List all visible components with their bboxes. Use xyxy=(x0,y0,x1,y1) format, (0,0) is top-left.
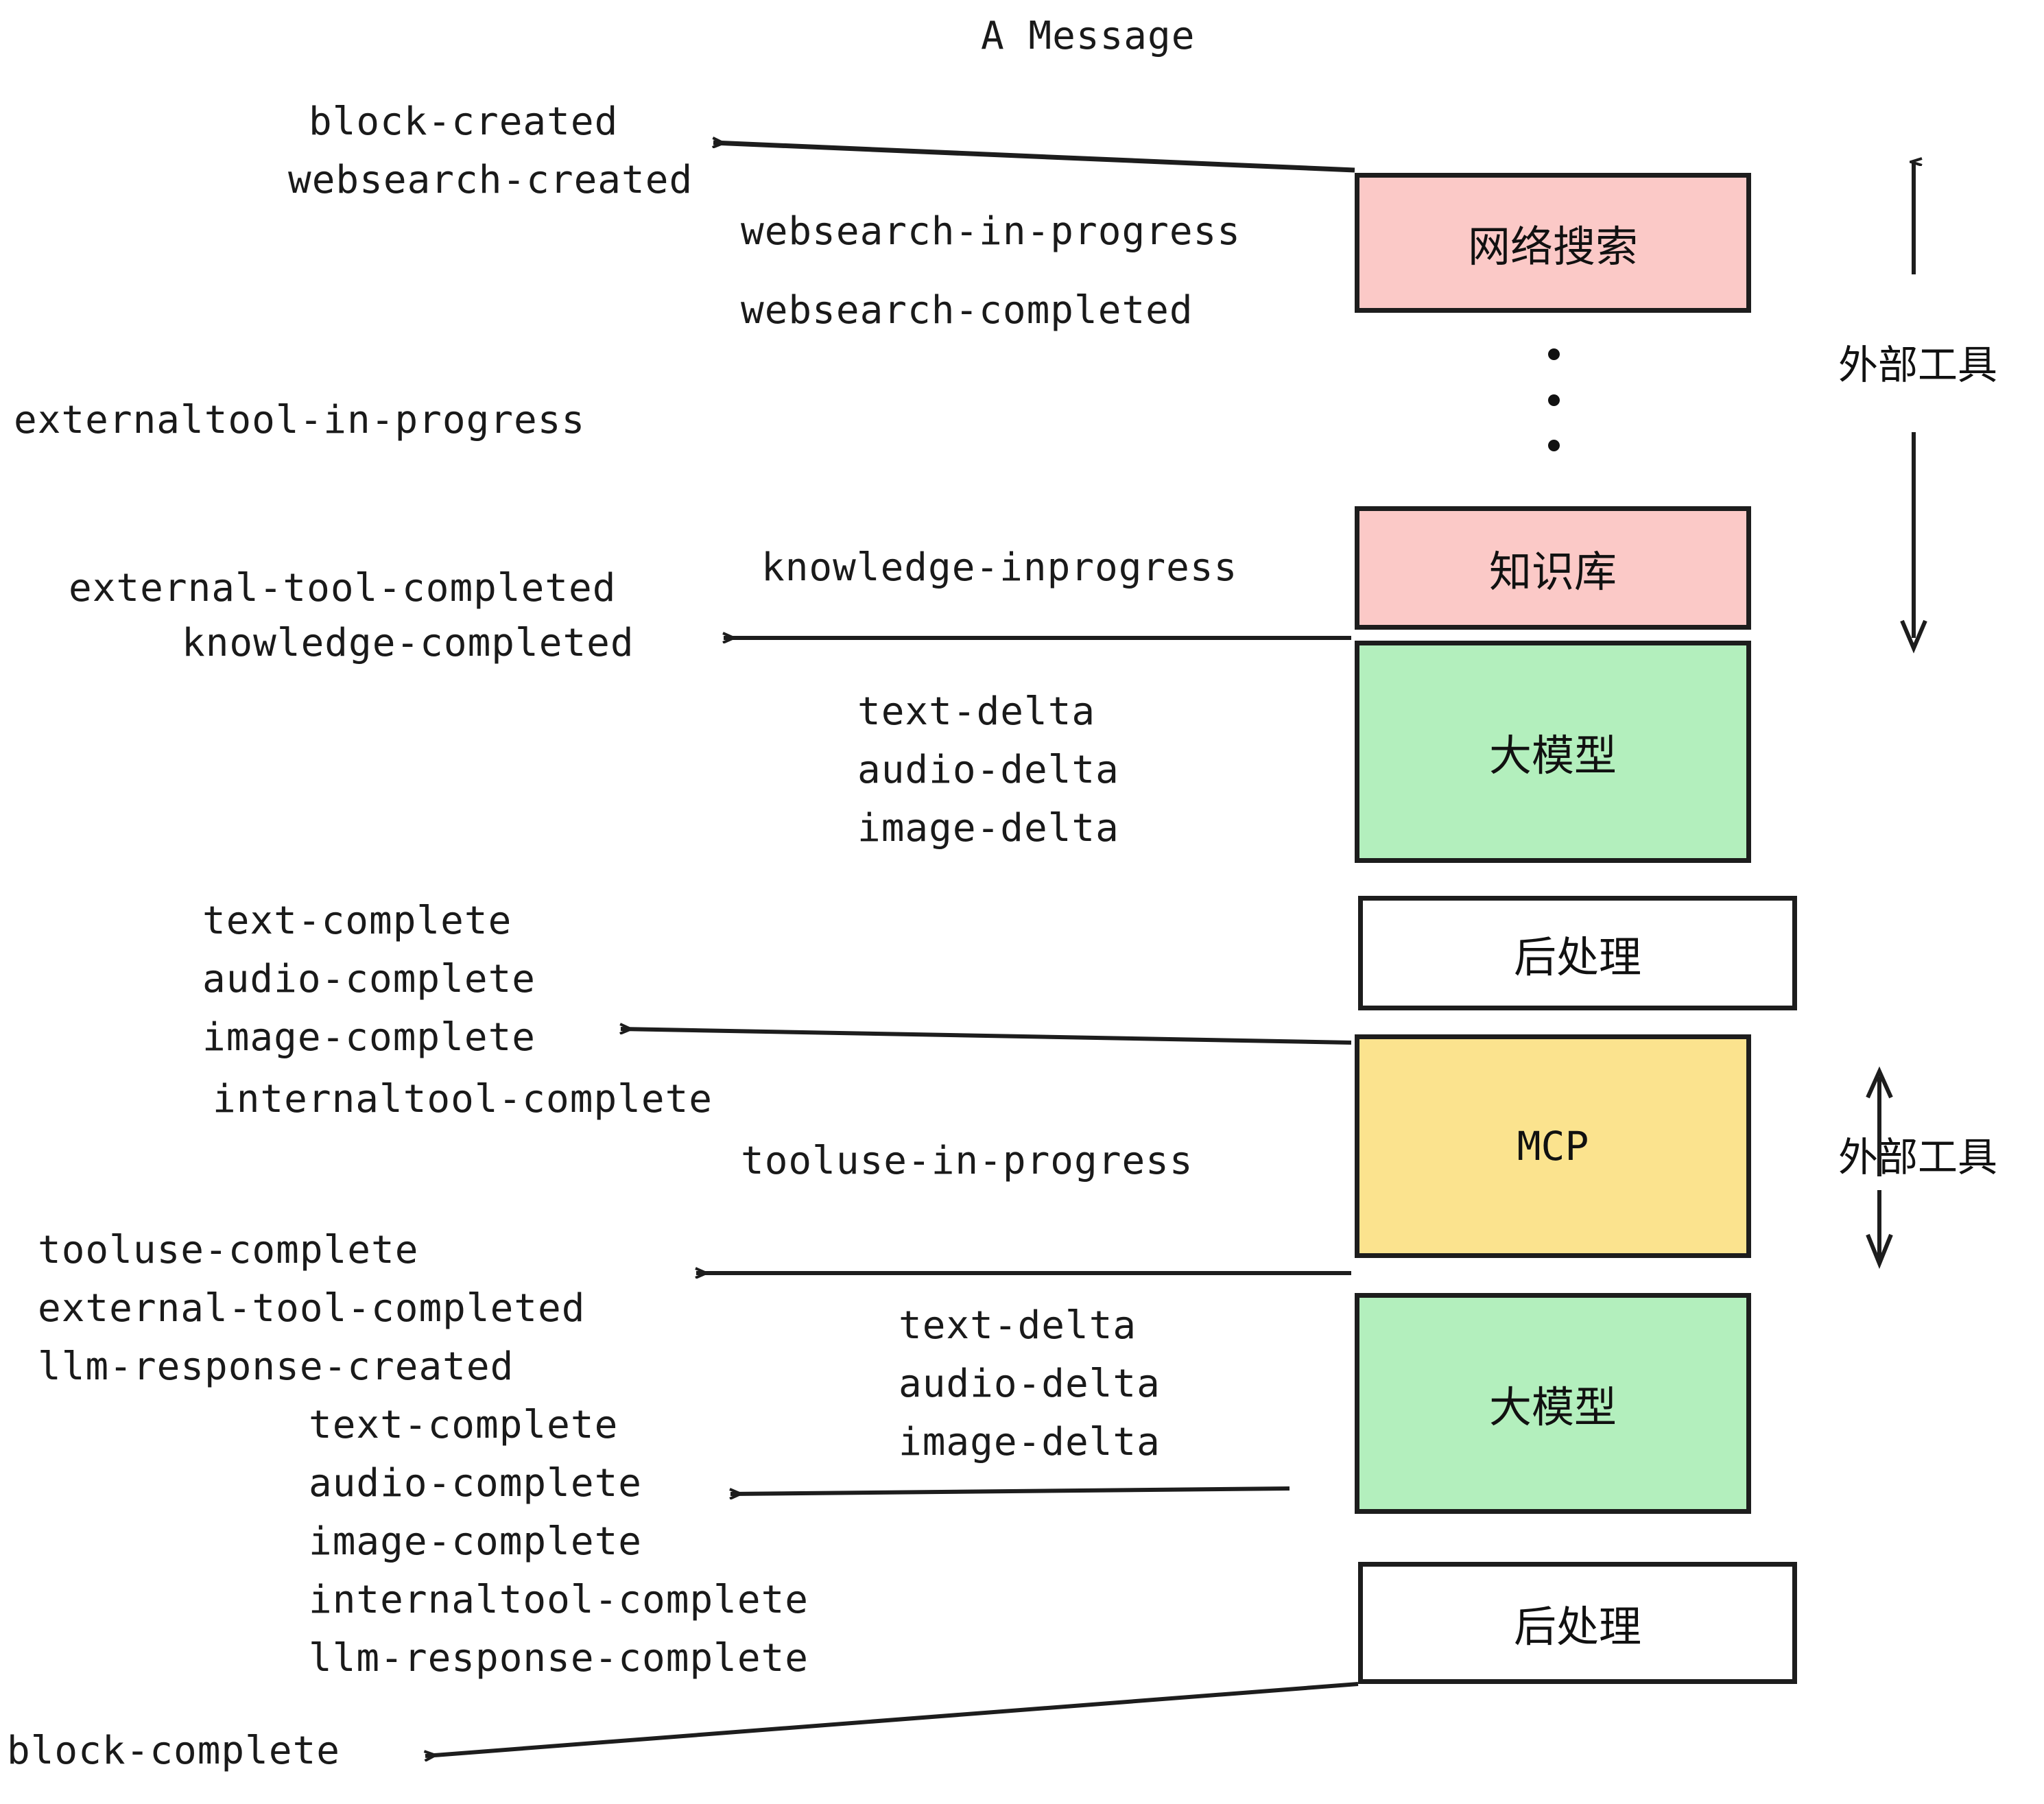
ellipsis-dots xyxy=(1547,348,1560,451)
event-label: external-tool-completed xyxy=(69,566,617,610)
arrow-block-complete xyxy=(425,1682,1359,1756)
event-label: websearch-completed xyxy=(741,288,1193,333)
node-mcp[interactable]: MCP xyxy=(1355,1034,1751,1258)
event-label: image-complete xyxy=(309,1519,643,1564)
page-title: A Message xyxy=(981,14,1196,58)
node-llm-first[interactable]: 大模型 xyxy=(1355,641,1751,863)
event-label: websearch-in-progress xyxy=(741,209,1241,254)
arrow-external-tool-down-top-group xyxy=(1900,432,1927,654)
event-label: audio-complete xyxy=(309,1461,643,1506)
event-label: tooluse-in-progress xyxy=(741,1139,1193,1183)
node-label: 大模型 xyxy=(1488,1382,1617,1432)
event-label: image-delta xyxy=(899,1420,1161,1464)
side-label-external-tool-bottom: 外部工具 xyxy=(1838,1134,1998,1180)
event-label: knowledge-inprogress xyxy=(761,545,1238,590)
arrow-block-created xyxy=(713,143,1355,173)
dot-icon xyxy=(1547,394,1560,406)
event-label: tooluse-complete xyxy=(38,1228,419,1272)
event-label: text-complete xyxy=(202,899,512,943)
node-postprocess-first[interactable]: 后处理 xyxy=(1358,896,1797,1010)
event-label: internaltool-complete xyxy=(213,1077,713,1121)
node-postprocess-second[interactable]: 后处理 xyxy=(1358,1562,1797,1684)
event-label: websearch-created xyxy=(288,158,693,202)
event-label: audio-delta xyxy=(857,748,1119,792)
event-label: externaltool-in-progress xyxy=(14,398,586,442)
event-label: block-complete xyxy=(7,1729,341,1773)
event-label: internaltool-complete xyxy=(309,1578,809,1622)
event-label: audio-delta xyxy=(899,1362,1161,1406)
node-label: 大模型 xyxy=(1488,731,1617,781)
event-label: text-delta xyxy=(857,689,1096,734)
node-websearch[interactable]: 网络搜索 xyxy=(1355,173,1751,313)
event-label: text-complete xyxy=(309,1403,619,1447)
event-label: image-delta xyxy=(857,806,1119,851)
node-llm-second[interactable]: 大模型 xyxy=(1355,1293,1751,1514)
arrow-external-tool-down-bottom-group xyxy=(1866,1190,1893,1269)
node-label: 后处理 xyxy=(1513,931,1641,982)
dot-icon xyxy=(1547,348,1560,360)
node-label: 网络搜索 xyxy=(1467,222,1638,272)
node-knowledge[interactable]: 知识库 xyxy=(1355,506,1751,630)
event-label: llm-response-created xyxy=(38,1344,514,1389)
arrow-audio-complete xyxy=(730,1486,1290,1494)
event-label: knowledge-completed xyxy=(182,621,634,665)
event-label: llm-response-complete xyxy=(309,1636,809,1681)
event-label: text-delta xyxy=(899,1303,1137,1348)
side-label-external-tool-top: 外部工具 xyxy=(1838,342,1998,388)
dot-icon xyxy=(1547,440,1560,451)
event-label: audio-complete xyxy=(202,957,536,1001)
event-label: external-tool-completed xyxy=(38,1286,586,1331)
event-label: block-created xyxy=(309,99,619,144)
node-label: 知识库 xyxy=(1488,547,1617,597)
event-label: image-complete xyxy=(202,1015,536,1060)
arrow-image-complete xyxy=(621,1029,1352,1045)
node-label: MCP xyxy=(1517,1123,1589,1170)
node-label: 后处理 xyxy=(1513,1602,1641,1652)
